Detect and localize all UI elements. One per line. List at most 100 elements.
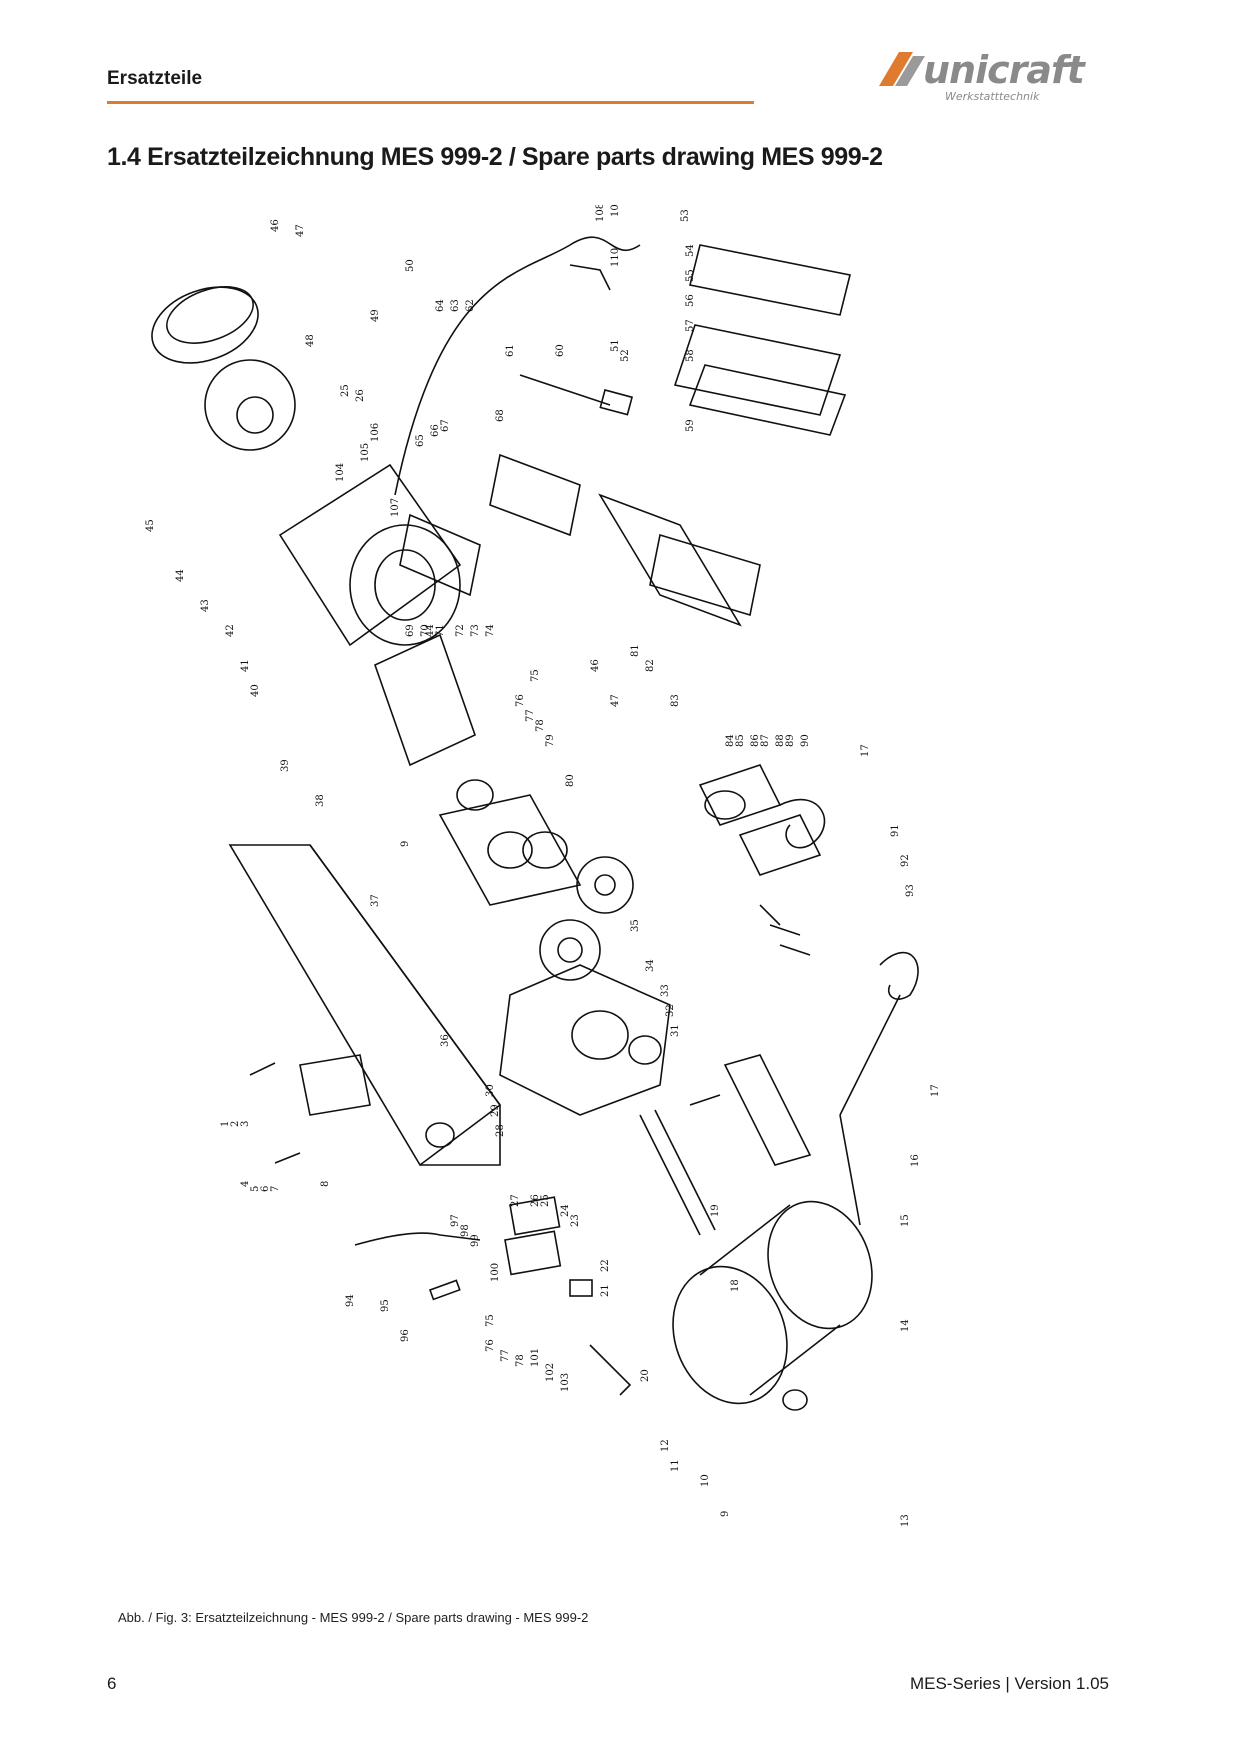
part-label: 89 [785, 734, 796, 747]
part-label: 40 [250, 684, 261, 697]
part-label: 25 [540, 1194, 551, 1207]
part-label: 64 [435, 299, 446, 312]
part-label: 71 [435, 624, 446, 637]
footer-series: MES-Series | Version 1.05 [909, 1674, 1109, 1693]
part-label: 46 [590, 659, 601, 672]
part-label: 83 [670, 694, 681, 707]
part-label: 92 [900, 854, 911, 867]
part-label: 33 [660, 984, 671, 997]
part-label: 17 [860, 744, 871, 757]
part-label: 79 [545, 734, 556, 747]
part-label: 41 [240, 659, 251, 672]
part-label: 27 [510, 1194, 521, 1207]
part-label: 86 [750, 734, 761, 747]
part-label: 81 [630, 644, 641, 657]
part-label: 48 [305, 334, 316, 347]
part-label: 103 [560, 1373, 571, 1392]
part-label: 15 [900, 1214, 911, 1227]
part-label: 51 [610, 339, 621, 352]
part-label: 21 [600, 1284, 611, 1297]
part-label: 24 [560, 1204, 571, 1217]
part-label: 14 [900, 1319, 911, 1332]
section-label: Ersatzteile [107, 68, 203, 89]
part-label: 5 [250, 1186, 261, 1192]
part-label: 9 [400, 841, 411, 847]
part-label: 46 [270, 219, 281, 232]
part-label: 18 [730, 1279, 741, 1292]
part-label: 6 [260, 1186, 271, 1192]
page-number: 6 [107, 1674, 117, 1693]
part-label: 47 [610, 694, 621, 707]
part-label: 107 [390, 498, 401, 517]
part-label: 34 [645, 959, 656, 972]
part-label: 76 [515, 694, 526, 707]
part-label: 44 [425, 624, 436, 637]
part-label: 80 [565, 774, 576, 787]
header-rule [107, 101, 754, 104]
part-label: 3 [240, 1121, 251, 1127]
part-label: 74 [485, 624, 496, 637]
part-label: 37 [370, 894, 381, 907]
part-label: 1 [220, 1121, 231, 1127]
part-label: 17 [930, 1084, 941, 1097]
part-label: 22 [600, 1259, 611, 1272]
part-label: 73 [470, 624, 481, 637]
part-label: 45 [145, 519, 156, 532]
part-label: 77 [500, 1349, 511, 1362]
part-label: 78 [515, 1354, 526, 1367]
part-label: 55 [685, 269, 696, 282]
logo-wordmark: unicraft [923, 48, 1087, 92]
part-label: 54 [685, 244, 696, 257]
part-label: 52 [620, 349, 631, 362]
part-label: 70 [420, 624, 431, 637]
part-label: 66 [430, 424, 441, 437]
part-label: 23 [570, 1214, 581, 1227]
part-label: 82 [645, 659, 656, 672]
part-label: 105 [360, 443, 371, 462]
part-label: 76 [485, 1339, 496, 1352]
part-label: 110 [610, 248, 621, 267]
part-label: 104 [335, 463, 346, 482]
part-label: 109 [610, 205, 621, 217]
part-label: 56 [685, 294, 696, 307]
part-label: 75 [485, 1314, 496, 1327]
part-label: 4 [240, 1181, 251, 1187]
part-label: 25 [340, 384, 351, 397]
part-label: 97 [450, 1214, 461, 1227]
part-label: 60 [555, 344, 566, 357]
part-label: 29 [490, 1104, 501, 1117]
part-label: 44 [175, 569, 186, 582]
part-label: 28 [495, 1124, 506, 1137]
page-heading: 1.4 Ersatzteilzeichnung MES 999-2 / Spar… [107, 143, 883, 171]
part-label: 88 [775, 734, 786, 747]
part-label: 50 [405, 259, 416, 272]
part-label: 67 [440, 419, 451, 432]
part-label: 36 [440, 1034, 451, 1047]
part-label: 75 [530, 669, 541, 682]
part-label: 84 [725, 734, 736, 747]
part-label: 78 [535, 719, 546, 732]
part-label: 26 [530, 1194, 541, 1207]
part-label: 94 [345, 1294, 356, 1307]
part-label: 102 [545, 1363, 556, 1382]
part-label: 7 [270, 1186, 281, 1192]
part-label: 96 [400, 1329, 411, 1342]
part-label: 77 [525, 709, 536, 722]
part-label: 20 [640, 1369, 651, 1382]
part-label: 63 [450, 299, 461, 312]
part-label: 31 [670, 1024, 681, 1037]
part-label: 26 [355, 389, 366, 402]
part-label: 98 [460, 1224, 471, 1237]
part-label: 47 [295, 224, 306, 237]
part-label: 57 [685, 319, 696, 332]
part-label: 16 [910, 1154, 921, 1167]
part-label: 19 [710, 1204, 721, 1217]
part-label: 8 [320, 1181, 331, 1187]
part-label: 39 [280, 759, 291, 772]
part-label: 13 [900, 1514, 911, 1527]
part-label: 12 [660, 1439, 671, 1452]
part-label: 91 [890, 824, 901, 837]
part-label: 99 [470, 1234, 481, 1247]
logo-tagline: Werkstatttechnik [945, 90, 1040, 103]
part-label: 72 [455, 624, 466, 637]
